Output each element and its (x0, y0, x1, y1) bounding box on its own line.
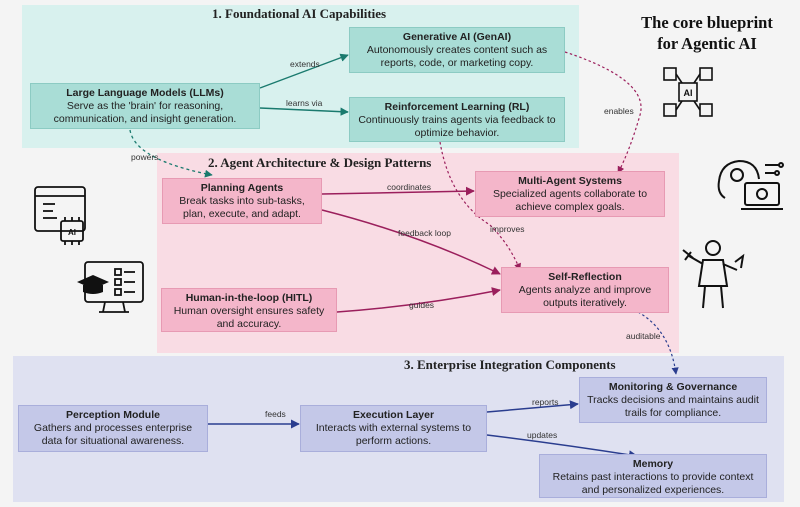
edge-label-enables: enables (604, 106, 634, 116)
node-llm: Large Language Models (LLMs) Serve as th… (30, 83, 260, 129)
node-selfref-title: Self-Reflection (548, 271, 622, 283)
node-memory-title: Memory (632, 458, 674, 470)
page-title-line1: The core blueprint (641, 13, 773, 32)
node-execution-layer: Execution Layer Interacts with external … (300, 405, 487, 452)
node-memory-desc: Retains past interactions to provide con… (552, 471, 754, 496)
node-monitoring-governance: Monitoring & Governance Tracks decisions… (579, 377, 767, 423)
node-selfref-desc: Agents analyze and improve outputs itera… (518, 284, 652, 309)
node-planning-agents: Planning Agents Break tasks into sub-tas… (162, 178, 322, 224)
edge-label-powers: powers (131, 152, 159, 162)
section-title-architecture: 2. Agent Architecture & Design Patterns (208, 155, 432, 170)
edge-label-improves: improves (490, 224, 525, 234)
edge-enables (564, 51, 642, 174)
edge-label-coordinates: coordinates (387, 182, 431, 192)
node-genai-title: Generative AI (GenAI) (402, 31, 512, 43)
node-rl: Reinforcement Learning (RL) Continuously… (349, 97, 565, 142)
node-monitoring-title: Monitoring & Governance (608, 381, 738, 393)
edge-learns-via (259, 107, 349, 116)
node-memory: Memory Retains past interactions to prov… (539, 454, 767, 498)
node-genai-desc: Autonomously creates content such as rep… (366, 44, 548, 69)
edge-extends (259, 53, 349, 89)
node-perception-title: Perception Module (66, 409, 160, 421)
edge-reports (486, 400, 579, 413)
node-mas-desc: Specialized agents collaborate to achiev… (492, 188, 648, 213)
monitor-graduation-checklist-icon (77, 261, 144, 313)
node-planning-desc: Break tasks into sub-tasks, plan, execut… (179, 195, 305, 220)
edge-improves (439, 141, 521, 271)
ai-chip-label: AI (684, 88, 693, 98)
node-perception-module: Perception Module Gathers and processes … (18, 405, 208, 452)
node-genai: Generative AI (GenAI) Autonomously creat… (349, 27, 565, 73)
edge-label-feeds: feeds (265, 409, 286, 419)
node-multi-agent-systems: Multi-Agent Systems Specialized agents c… (475, 171, 665, 217)
robot-tools-icon (682, 240, 745, 309)
node-llm-title: Large Language Models (LLMs) (66, 87, 224, 99)
node-execution-title: Execution Layer (352, 409, 435, 421)
ai-chip-icon: AI (663, 67, 713, 117)
node-hitl: Human-in-the-loop (HITL) Human oversight… (161, 288, 337, 332)
edge-label-feedback-loop: feedback loop (398, 228, 451, 238)
node-perception-desc: Gathers and processes enterprise data fo… (33, 422, 193, 447)
edge-powers (129, 129, 213, 178)
page-title: The core blueprint for Agentic AI (622, 12, 792, 54)
node-hitl-desc: Human oversight ensures safety and accur… (173, 305, 325, 330)
edge-label-updates: updates (527, 430, 558, 440)
node-monitoring-desc: Tracks decisions and maintains audit tra… (587, 394, 759, 419)
edge-guides (336, 287, 501, 313)
node-execution-desc: Interacts with external systems to perfo… (315, 422, 472, 447)
node-rl-desc: Continuously trains agents via feedback … (358, 114, 556, 139)
edge-label-reports: reports (532, 397, 559, 407)
section-title-foundational: 1. Foundational AI Capabilities (212, 6, 387, 21)
edge-updates (486, 434, 638, 460)
edge-label-learns-via: learns via (286, 98, 323, 108)
code-window-ai-icon: AI (34, 186, 86, 245)
edge-label-auditable: auditable (626, 331, 661, 341)
ai-badge-label: AI (68, 228, 76, 237)
edge-feedback-loop (321, 209, 501, 275)
edge-label-extends: extends (290, 59, 320, 69)
node-rl-title: Reinforcement Learning (RL) (384, 101, 530, 113)
edge-label-guides: guides (409, 300, 435, 310)
section-title-enterprise: 3. Enterprise Integration Components (404, 357, 616, 372)
node-llm-desc: Serve as the 'brain' for reasoning, comm… (53, 100, 237, 125)
head-gears-laptop-icon (717, 159, 784, 210)
node-mas-title: Multi-Agent Systems (518, 175, 622, 187)
edge-auditable (637, 311, 679, 375)
page-title-line2: for Agentic AI (657, 34, 757, 53)
edge-coordinates (321, 186, 475, 196)
node-planning-title: Planning Agents (200, 182, 284, 194)
node-hitl-title: Human-in-the-loop (HITL) (185, 292, 313, 304)
node-self-reflection: Self-Reflection Agents analyze and impro… (501, 267, 669, 313)
